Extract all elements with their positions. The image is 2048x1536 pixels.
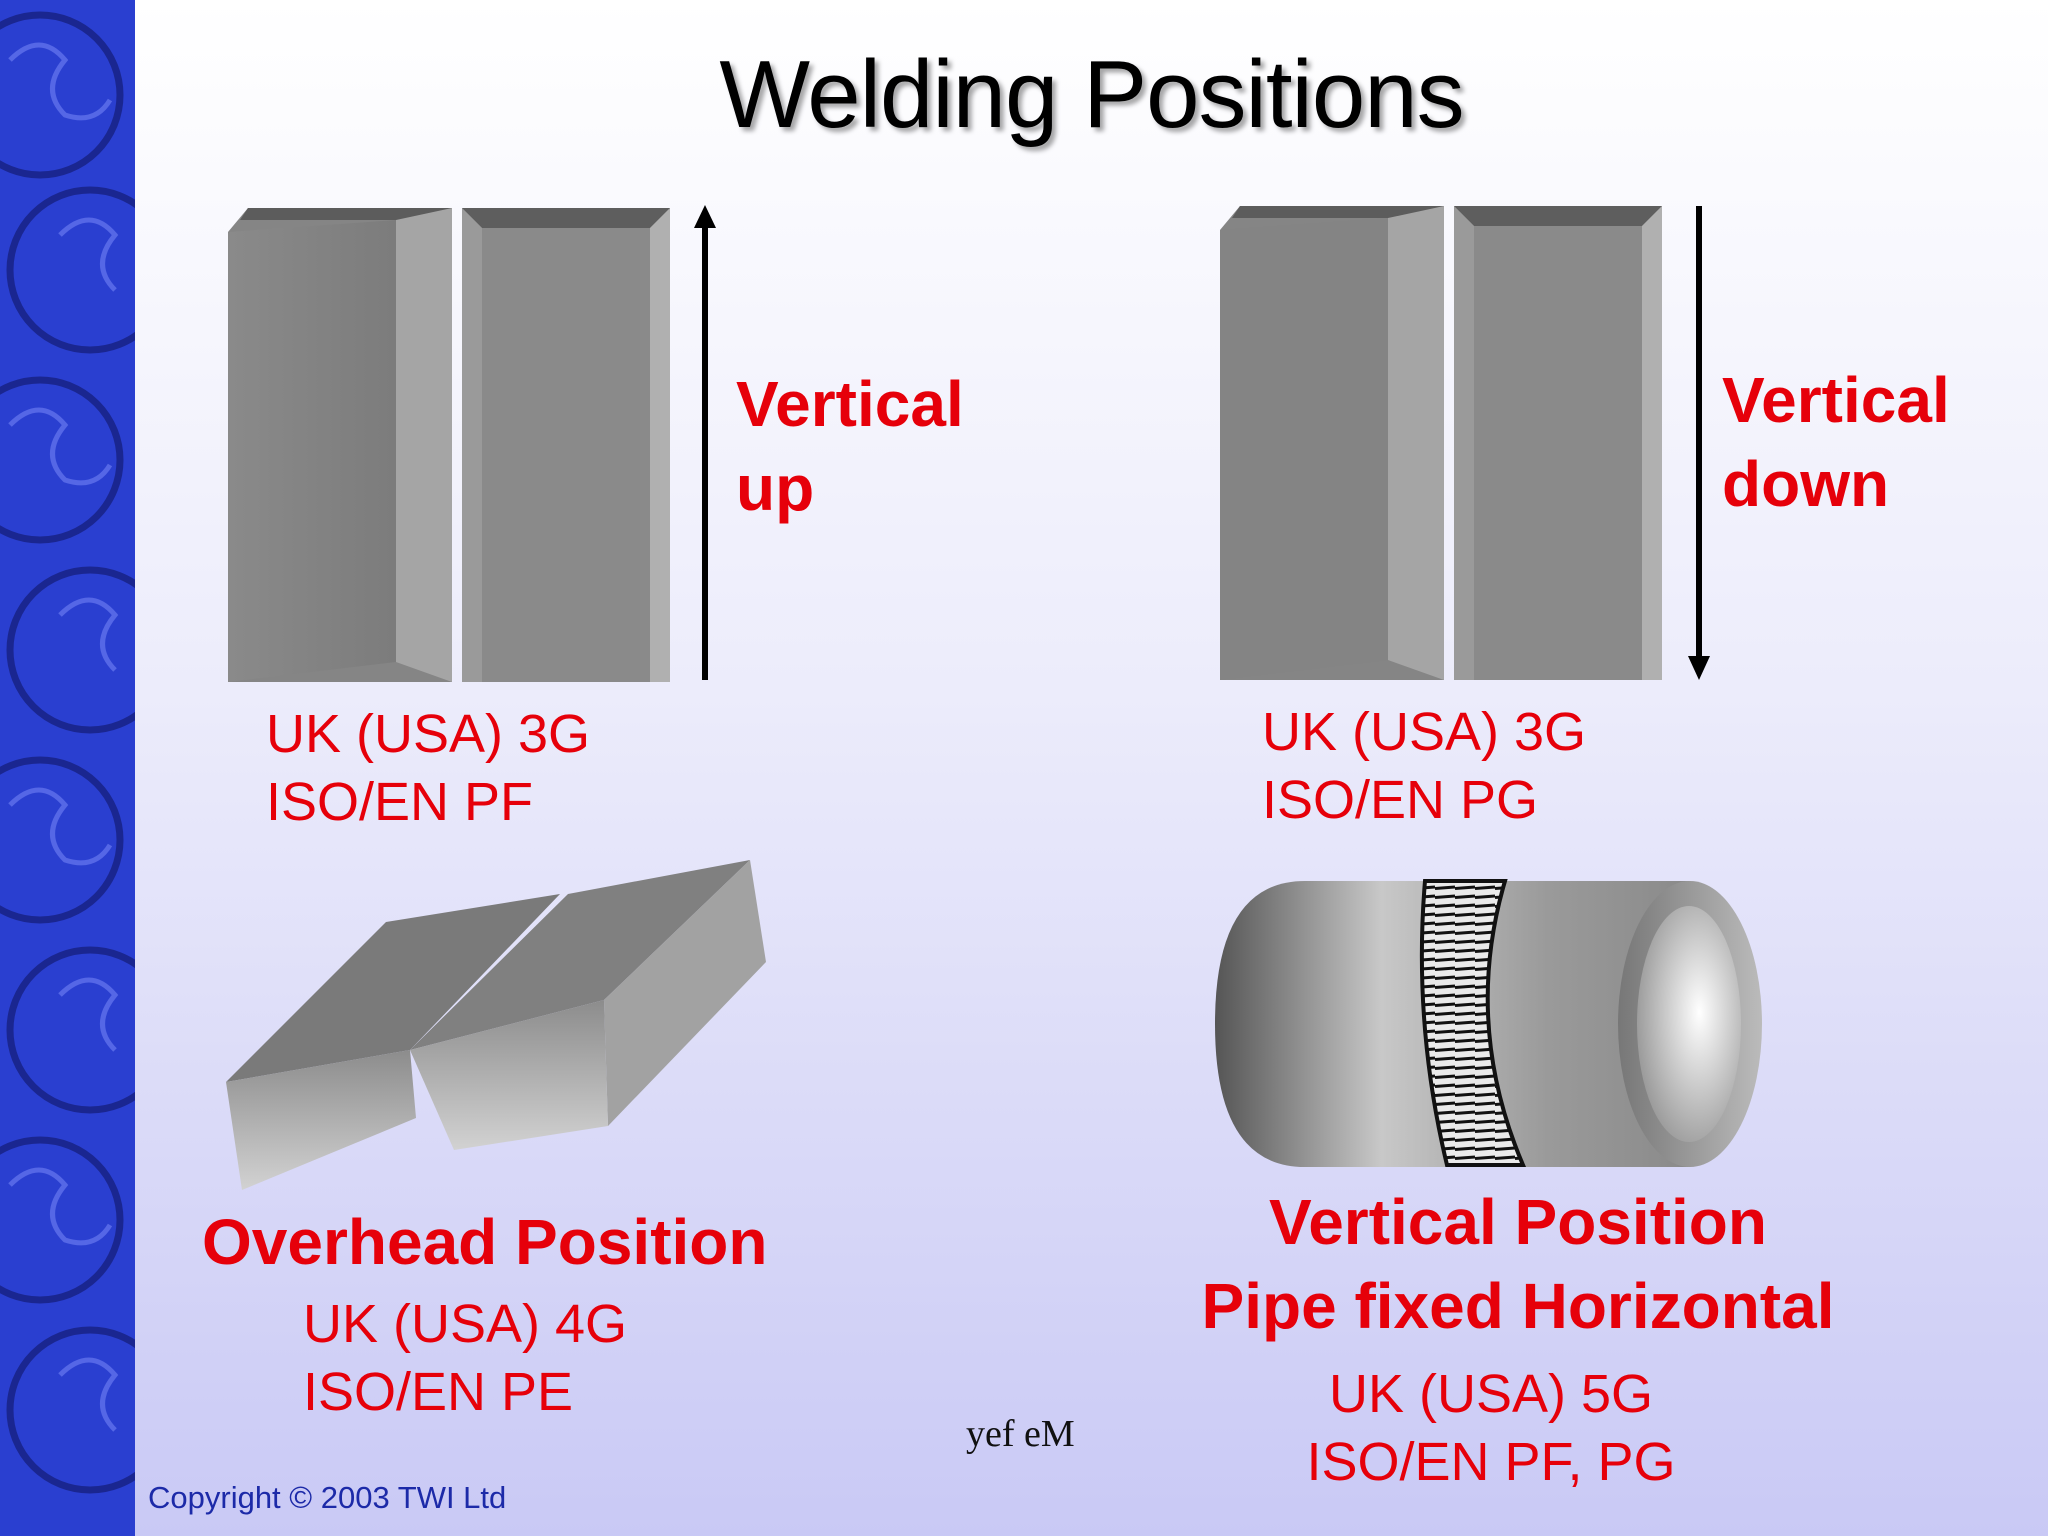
pipe-label-line1: Vertical Position xyxy=(1269,1186,1767,1258)
vertical-up-code-uk: UK (USA) 3G xyxy=(266,704,591,764)
page-title: Welding Positions xyxy=(719,41,1464,148)
overhead-code-iso: ISO/EN PE xyxy=(303,1362,574,1422)
vertical-up-label-line1: Vertical xyxy=(736,368,964,440)
vertical-up-code-iso: ISO/EN PF xyxy=(266,772,534,832)
overhead-label: Overhead Position xyxy=(202,1206,768,1278)
pipe-label-line2: Pipe fixed Horizontal xyxy=(1201,1270,1835,1342)
copyright-text: Copyright © 2003 TWI Ltd xyxy=(148,1480,507,1515)
decorative-sidebar xyxy=(0,0,135,1536)
swirl-pattern-icon xyxy=(0,11,135,1494)
overhead-plates-illustration xyxy=(226,860,766,1190)
overhead-code-uk: UK (USA) 4G xyxy=(303,1294,628,1354)
vertical-down-code-iso: ISO/EN PG xyxy=(1262,770,1539,830)
pipe-illustration xyxy=(1215,879,1762,1167)
watermark-text: yef eM xyxy=(966,1413,1075,1455)
weld-bead-icon xyxy=(1419,879,1527,1167)
vertical-down-code-uk: UK (USA) 3G xyxy=(1262,702,1587,762)
vertical-up-plates-illustration xyxy=(228,205,716,682)
pipe-code-iso: ISO/EN PF, PG xyxy=(1306,1432,1676,1492)
vertical-down-label-line1: Vertical xyxy=(1722,364,1950,436)
pipe-code-uk: UK (USA) 5G xyxy=(1328,1364,1654,1424)
vertical-down-plates-illustration xyxy=(1220,206,1710,680)
vertical-down-label-line2: down xyxy=(1722,448,1890,520)
vertical-up-label-line2: up xyxy=(736,452,815,524)
